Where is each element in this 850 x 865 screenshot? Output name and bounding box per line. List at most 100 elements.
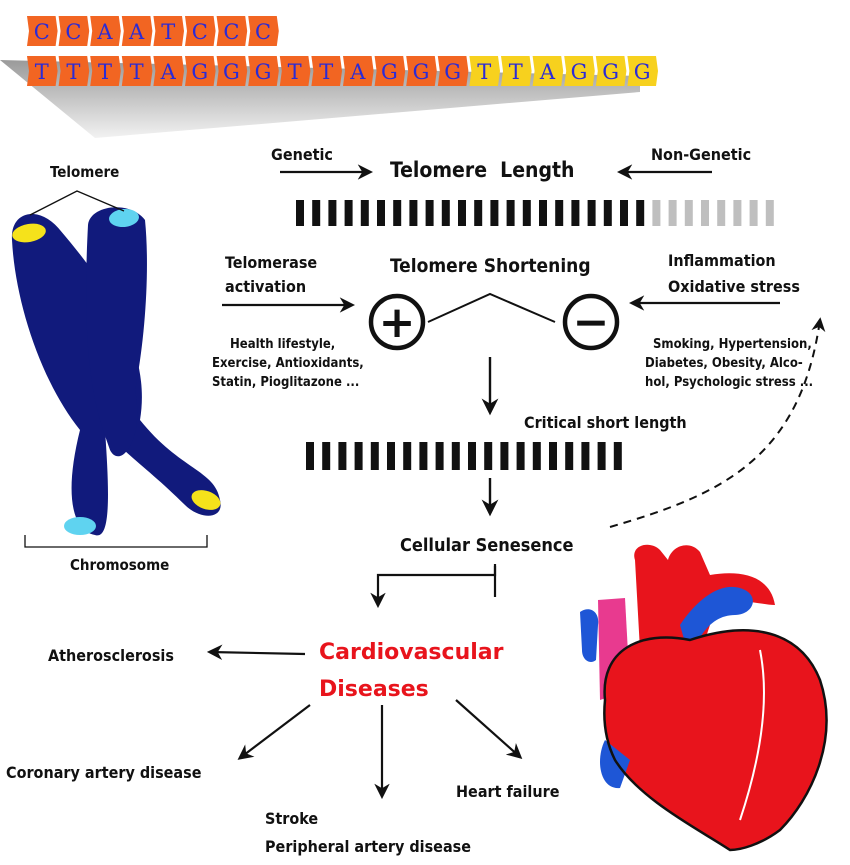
- dna-base-letter: C: [255, 20, 271, 44]
- telomere-segment: [306, 442, 314, 470]
- risk-factors-line2: Diabetes, Obesity, Alco-: [645, 356, 803, 371]
- telomere-segment-lost: [701, 200, 709, 226]
- dna-base-tile: [564, 56, 595, 86]
- dna-base-letter: T: [98, 60, 112, 84]
- heart-highlight: [739, 649, 765, 821]
- telomere-length-bar: [296, 200, 774, 226]
- dna-base-tile: [248, 16, 279, 46]
- dna-base-tile: [153, 16, 184, 46]
- dna-base-tile: [216, 56, 248, 86]
- telomere-segment: [393, 200, 402, 226]
- telomere-segment: [603, 200, 612, 226]
- dna-base-tile: [216, 16, 248, 46]
- telomere-segment: [387, 442, 395, 470]
- plus-icon: +: [379, 297, 416, 348]
- telomere-segment: [296, 200, 304, 226]
- telomere-segment: [620, 200, 628, 226]
- cvd-title-line1: Cardiovascular: [319, 640, 504, 665]
- telomere-segment: [636, 200, 645, 226]
- telomere-segment: [549, 442, 557, 470]
- telomere-segment-lost: [733, 200, 742, 226]
- telomere-segment: [425, 200, 434, 226]
- telomere-segment: [597, 442, 606, 470]
- dna-base-letter: A: [160, 60, 177, 84]
- dna-base-tile: [185, 56, 216, 86]
- telomere-segment: [451, 442, 460, 470]
- dna-base-letter: G: [191, 60, 208, 84]
- dna-base-tile: [437, 56, 469, 86]
- telomere-segment: [500, 442, 509, 470]
- telomere-segment-lost: [684, 200, 693, 226]
- dna-base-tile: [374, 56, 406, 86]
- telomere-segment: [555, 200, 564, 226]
- telomere-segment: [468, 442, 476, 470]
- non-genetic-label: Non-Genetic: [651, 145, 751, 164]
- dna-base-letter: G: [223, 60, 240, 84]
- telomere-segment: [565, 442, 574, 470]
- feedback-dashed-arrow: [609, 317, 826, 528]
- heart-illustration: [580, 544, 828, 852]
- telomere-segment: [377, 200, 385, 226]
- dna-base-letter: A: [539, 60, 556, 84]
- activation-factors-line3: Statin, Pioglitazone ...: [212, 375, 359, 390]
- dna-base-letter: T: [319, 60, 333, 84]
- heart-outline: [603, 629, 828, 852]
- telomere-cap-blue-top: [109, 208, 139, 228]
- telomere-segment: [441, 200, 450, 226]
- telomere-segment: [370, 442, 379, 470]
- dna-base-tile: [311, 56, 342, 86]
- stroke-label: Stroke: [265, 809, 318, 828]
- telomere-segment: [539, 200, 547, 226]
- telomerase-activation-line1: Telomerase: [225, 253, 317, 272]
- oxidative-stress-label: Oxidative stress: [668, 277, 800, 296]
- dna-base-tile: [153, 56, 184, 86]
- minus-icon: −: [573, 297, 610, 348]
- telomere-segment: [587, 200, 596, 226]
- telomere-segment: [484, 442, 493, 470]
- telomere-segment: [409, 200, 418, 226]
- chromosome: [11, 190, 221, 548]
- dna-base-letter: T: [288, 60, 302, 84]
- atherosclerosis-label: Atherosclerosis: [48, 646, 174, 665]
- plus-circle: [368, 293, 426, 351]
- dna-base-letter: A: [349, 60, 366, 84]
- chromosome-bracket: [24, 535, 208, 548]
- dna-base-tile: [58, 16, 90, 46]
- dna-base-tile: [279, 56, 311, 86]
- telomere-segment: [403, 442, 412, 470]
- telomere-segment: [571, 200, 580, 226]
- telomere-segment: [360, 200, 369, 226]
- dna-base-letter: A: [128, 20, 145, 44]
- telomere-segment: [522, 200, 531, 226]
- dna-base-tile: [121, 56, 153, 86]
- telomere-segment-lost: [668, 200, 677, 226]
- dna-base-tile: [90, 56, 121, 86]
- dna-base-letter: C: [34, 20, 50, 44]
- dna-base-tile: [501, 56, 532, 86]
- dna-base-letter: T: [130, 60, 144, 84]
- heart-failure-arrow: [455, 699, 523, 760]
- dna-base-letter: G: [444, 60, 461, 84]
- risk-factors-line3: hol, Psychologic stress ...: [645, 375, 813, 390]
- heart-pulmonary-artery: [680, 586, 753, 660]
- telomere-shortening-title: Telomere Shortening: [390, 255, 591, 277]
- heart-aorta: [634, 544, 775, 650]
- telomere-segment-lost: [652, 200, 661, 226]
- telomere-segment: [458, 200, 466, 226]
- telomere-cap-yellow-top: [12, 223, 46, 243]
- dna-base-tile: [532, 56, 564, 86]
- dna-base-tile: [27, 56, 58, 86]
- telomere-length-title: Telomere Length: [390, 158, 574, 182]
- dna-base-tile: [248, 56, 279, 86]
- dna-base-tile: [121, 16, 153, 46]
- activation-factors-line2: Exercise, Antioxidants,: [212, 356, 364, 371]
- dna-base-letter: T: [161, 20, 175, 44]
- dna-base-letter: C: [223, 20, 239, 44]
- cvd-title-line2: Diseases: [319, 677, 429, 702]
- heart-left-vein: [580, 609, 599, 662]
- telomere-segment-lost: [717, 200, 726, 226]
- cellular-senescence-label: Cellular Senesence: [400, 535, 574, 556]
- inflammation-label: Inflammation: [668, 251, 776, 270]
